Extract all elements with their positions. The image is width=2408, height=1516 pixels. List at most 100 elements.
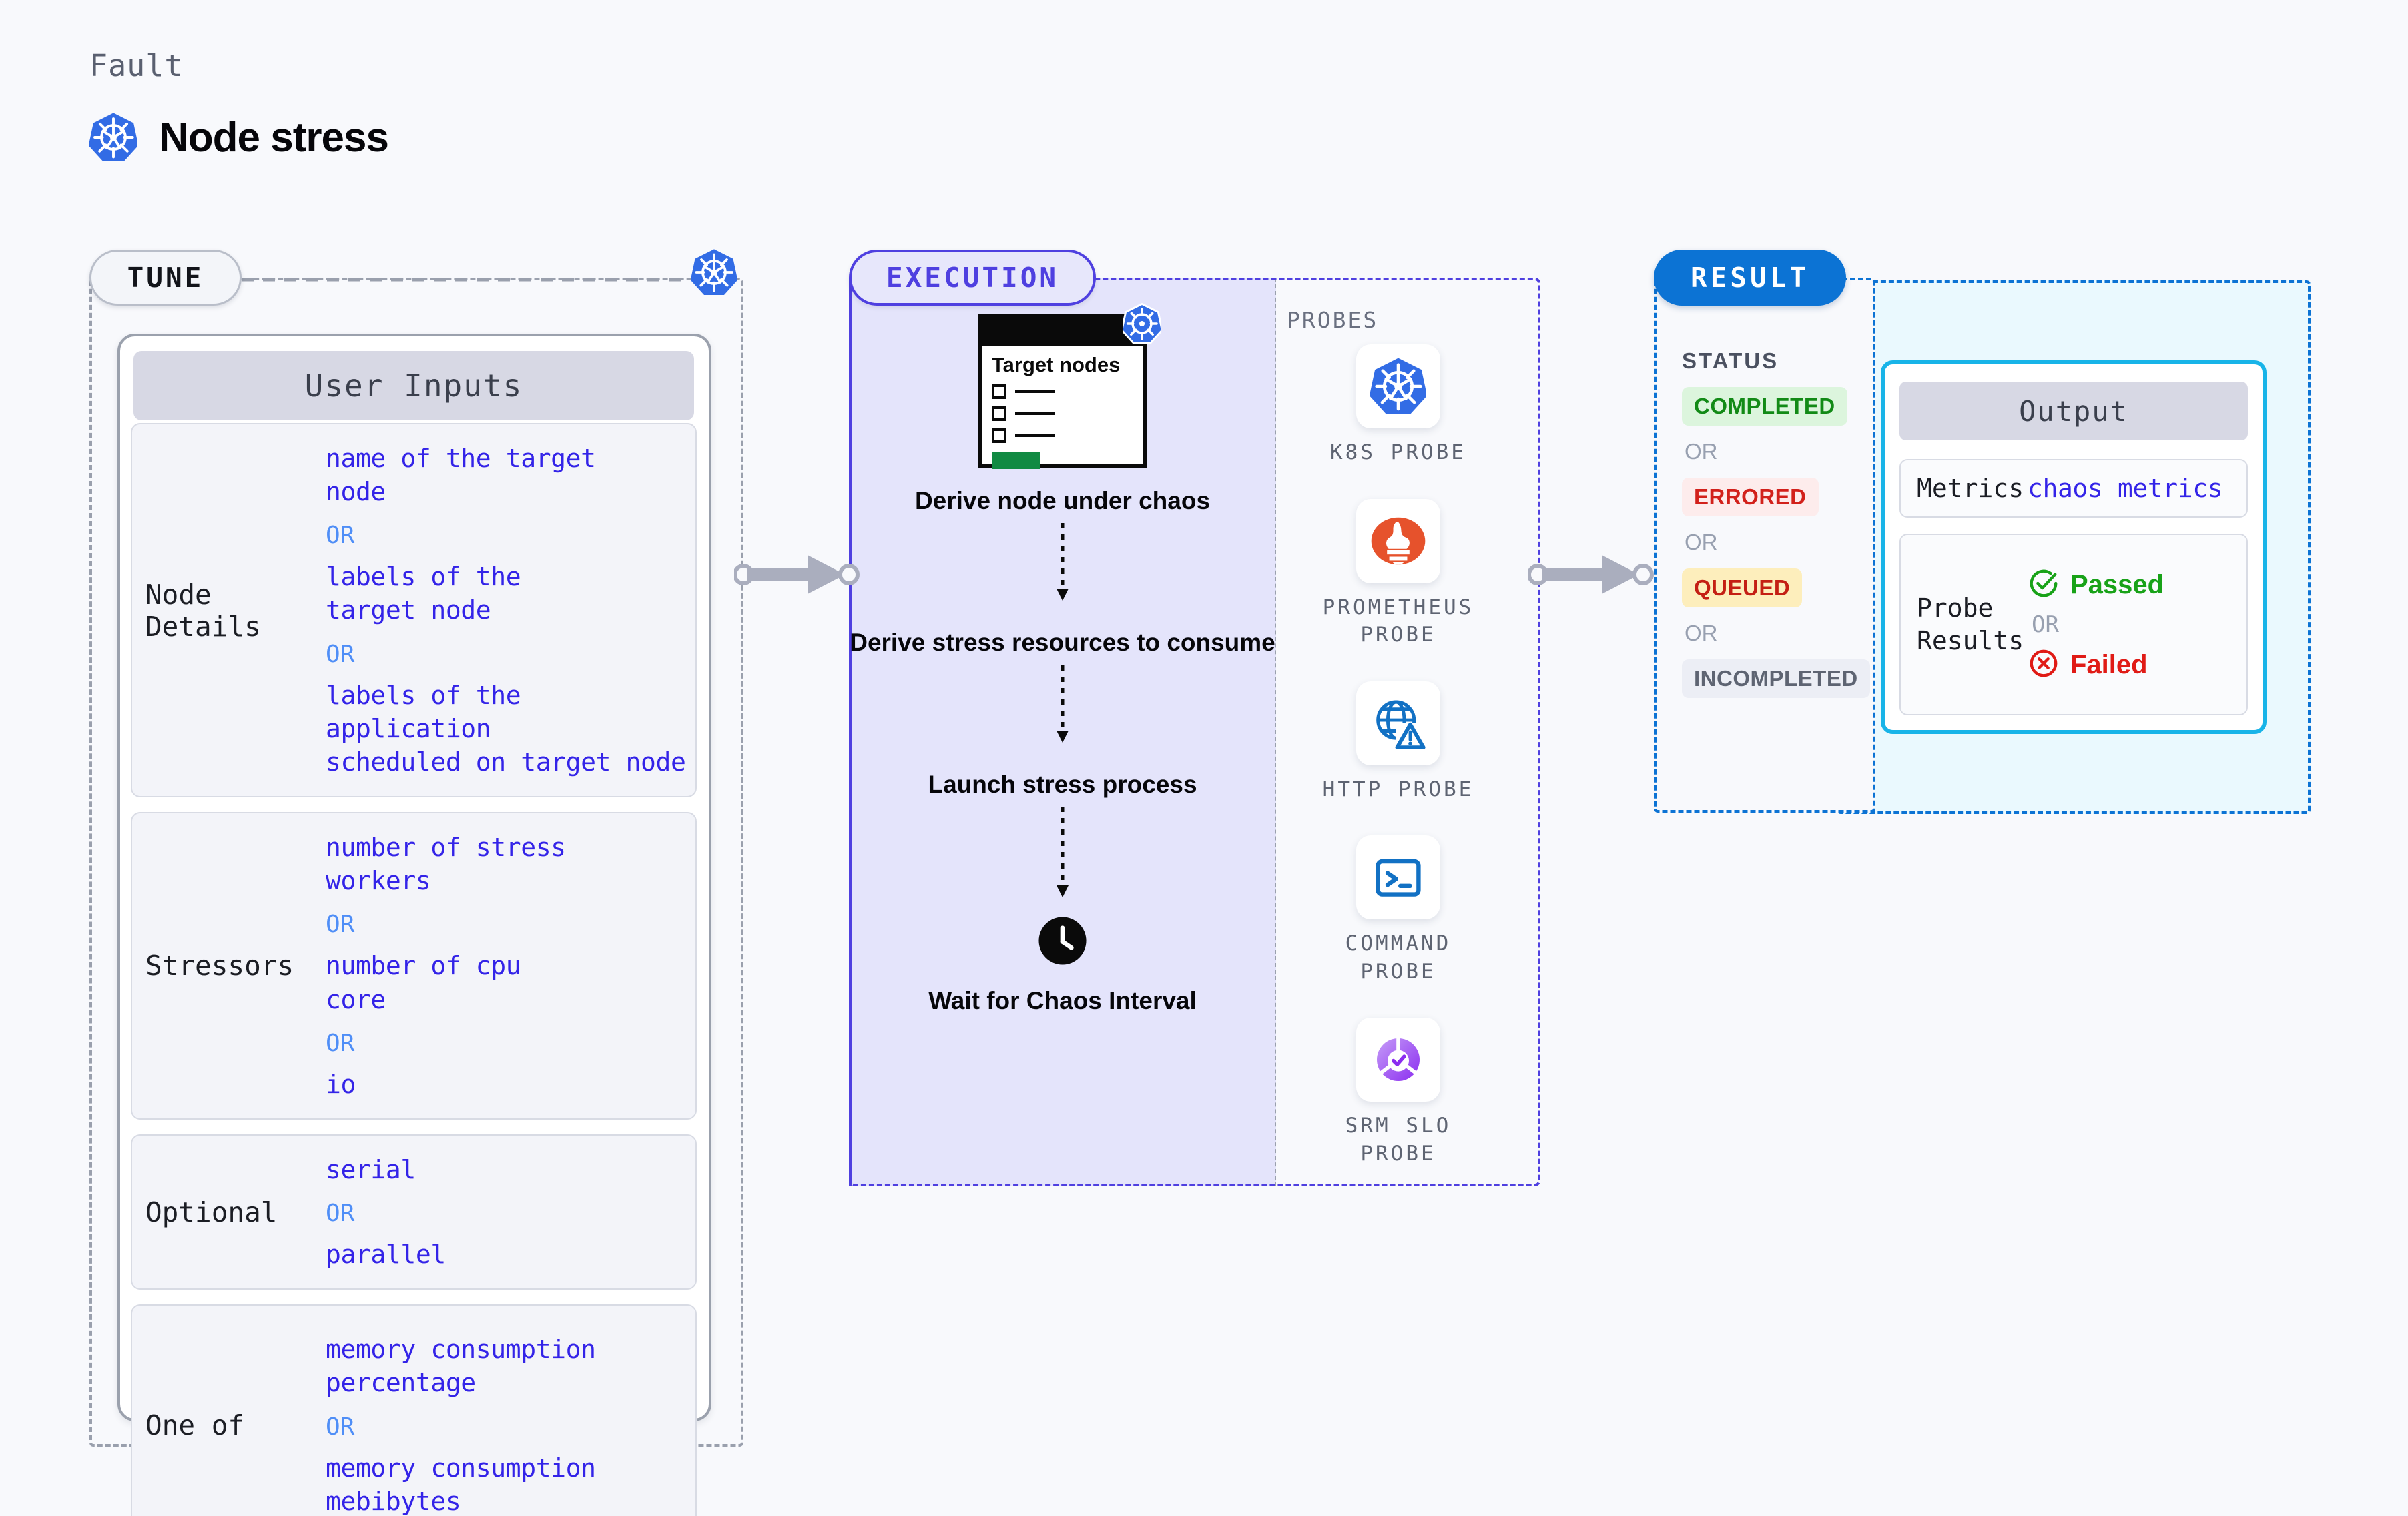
execution-step-label: Derive stress resources to consume <box>850 629 1275 657</box>
tune-value: memory consumption mebibytes <box>326 1453 596 1516</box>
tune-row-values: serial OR parallel <box>326 1153 695 1271</box>
or-separator: OR <box>2032 611 2059 638</box>
tune-value: memory consumption percentage <box>326 1335 596 1398</box>
or-separator: OR <box>1685 530 1718 554</box>
output-row-metrics: Metrics chaos metrics <box>1899 459 2248 518</box>
checkbox-icon <box>992 384 1006 399</box>
tune-row-label: Node Details <box>145 578 261 643</box>
or-separator: OR <box>326 1413 355 1441</box>
placeholder-line <box>1015 412 1055 415</box>
target-nodes-card: Target nodes <box>978 302 1163 469</box>
output-key: Probe Results <box>1917 593 2024 655</box>
slo-donut-icon <box>1356 1018 1440 1102</box>
kubernetes-icon <box>1121 302 1163 347</box>
user-inputs-header: User Inputs <box>133 351 694 420</box>
kubernetes-icon <box>1356 344 1440 428</box>
tune-dashed-connector <box>242 278 682 282</box>
globe-warning-icon <box>1356 681 1440 765</box>
tune-row-one-of[interactable]: One of memory consumption percentage OR … <box>131 1304 697 1516</box>
page-title-row: Node stress <box>89 112 389 163</box>
status-title: STATUS <box>1682 348 1779 373</box>
card-body: Target nodes <box>982 346 1143 469</box>
tune-row-optional[interactable]: Optional serial OR parallel <box>131 1134 697 1290</box>
connector-tune-to-execution <box>734 555 860 594</box>
probe-label: COMMAND PROBE <box>1345 931 1452 984</box>
tune-kubernetes-icon <box>690 248 738 299</box>
probes-title: PROBES <box>1287 307 1379 333</box>
execution-badge[interactable]: EXECUTION <box>849 250 1096 306</box>
result-badge[interactable]: RESULT <box>1654 250 1846 306</box>
execution-step-label: Wait for Chaos Interval <box>928 986 1197 1014</box>
or-separator: OR <box>326 1029 355 1057</box>
probe-label: K8S PROBE <box>1330 440 1466 464</box>
page-title: Node stress <box>159 114 389 161</box>
execution-flow: Target nodes <box>849 302 1276 1016</box>
tune-row-label: One of <box>145 1409 245 1441</box>
checkbox-icon <box>992 406 1006 421</box>
page-eyebrow: Fault <box>89 48 184 83</box>
probe-srm-slo[interactable]: SRM SLO PROBE <box>1345 1018 1452 1168</box>
probe-result-passed: Passed <box>2028 567 2246 602</box>
terminal-icon <box>1356 835 1440 920</box>
probe-passed-label: Passed <box>2070 569 2164 599</box>
progress-bar <box>992 451 1040 469</box>
checkbox-row <box>992 428 1133 443</box>
probes-list: K8S PROBE PROMETHEUS PROBE <box>1288 344 1508 1200</box>
tune-row-stressors[interactable]: Stressors number of stress workers OR nu… <box>131 812 697 1120</box>
prometheus-icon <box>1356 498 1440 583</box>
flow-arrow-down <box>1057 523 1069 601</box>
probe-label: HTTP PROBE <box>1322 777 1474 801</box>
status-badge-errored: ERRORED <box>1682 478 1819 516</box>
result-status-boundary <box>1654 278 1875 813</box>
execution-step-label: Derive node under chaos <box>914 487 1211 514</box>
tune-value: serial <box>326 1154 416 1184</box>
output-value-probe-results: Passed OR Failed <box>2028 567 2246 682</box>
status-badge-queued: QUEUED <box>1682 568 1803 607</box>
tune-row-label: Optional <box>145 1196 278 1228</box>
or-separator: OR <box>1685 439 1718 464</box>
probe-label: SRM SLO PROBE <box>1345 1114 1452 1166</box>
output-value-metrics: chaos metrics <box>2028 474 2223 503</box>
checkbox-row <box>992 406 1133 421</box>
tune-value: parallel <box>326 1240 446 1270</box>
tune-value: number of cpu core <box>326 951 521 1014</box>
or-separator: OR <box>1685 621 1718 645</box>
probe-k8s[interactable]: K8S PROBE <box>1330 344 1466 467</box>
status-badge-completed: COMPLETED <box>1682 387 1847 426</box>
clock-icon <box>1038 916 1087 968</box>
placeholder-line <box>1015 434 1055 437</box>
output-row-probe-results: Probe Results Passed OR <box>1899 534 2248 715</box>
or-separator: OR <box>326 522 355 550</box>
status-badge-incompleted: INCOMPLETED <box>1682 659 1870 698</box>
output-header: Output <box>1899 382 2248 440</box>
status-list: COMPLETED OR ERRORED OR QUEUED OR INCOMP… <box>1682 387 1870 698</box>
or-separator: OR <box>326 640 355 668</box>
connector-execution-to-result <box>1528 555 1654 594</box>
output-key: Metrics <box>1917 473 2024 503</box>
probe-result-failed: Failed <box>2028 647 2246 682</box>
tune-value: name of the target node <box>326 444 596 507</box>
tune-row-values: name of the target node OR labels of the… <box>326 442 695 779</box>
or-separator: OR <box>326 911 355 939</box>
tune-value: labels of the target node <box>326 562 521 625</box>
tune-value: io <box>326 1069 356 1099</box>
probe-http[interactable]: HTTP PROBE <box>1323 681 1474 804</box>
tune-value: labels of the application scheduled on t… <box>326 680 686 777</box>
flow-arrow-down <box>1057 665 1069 743</box>
tune-badge[interactable]: TUNE <box>89 250 242 306</box>
checkbox-row <box>992 384 1133 399</box>
tune-rows: Node Details name of the target node OR … <box>131 423 697 1516</box>
probe-command[interactable]: COMMAND PROBE <box>1345 835 1452 986</box>
target-nodes-title: Target nodes <box>992 353 1121 376</box>
or-separator: OR <box>326 1200 355 1228</box>
tune-row-values: number of stress workers OR number of cp… <box>326 831 695 1101</box>
tune-row-node-details[interactable]: Node Details name of the target node OR … <box>131 423 697 798</box>
execution-step-label: Launch stress process <box>928 770 1197 798</box>
placeholder-line <box>1015 390 1055 393</box>
check-circle-icon <box>2028 567 2060 602</box>
flow-arrow-down <box>1057 806 1069 897</box>
tune-row-values: memory consumption percentage OR memory … <box>326 1333 695 1516</box>
checkbox-icon <box>992 428 1006 443</box>
probe-prometheus[interactable]: PROMETHEUS PROBE <box>1323 498 1474 649</box>
